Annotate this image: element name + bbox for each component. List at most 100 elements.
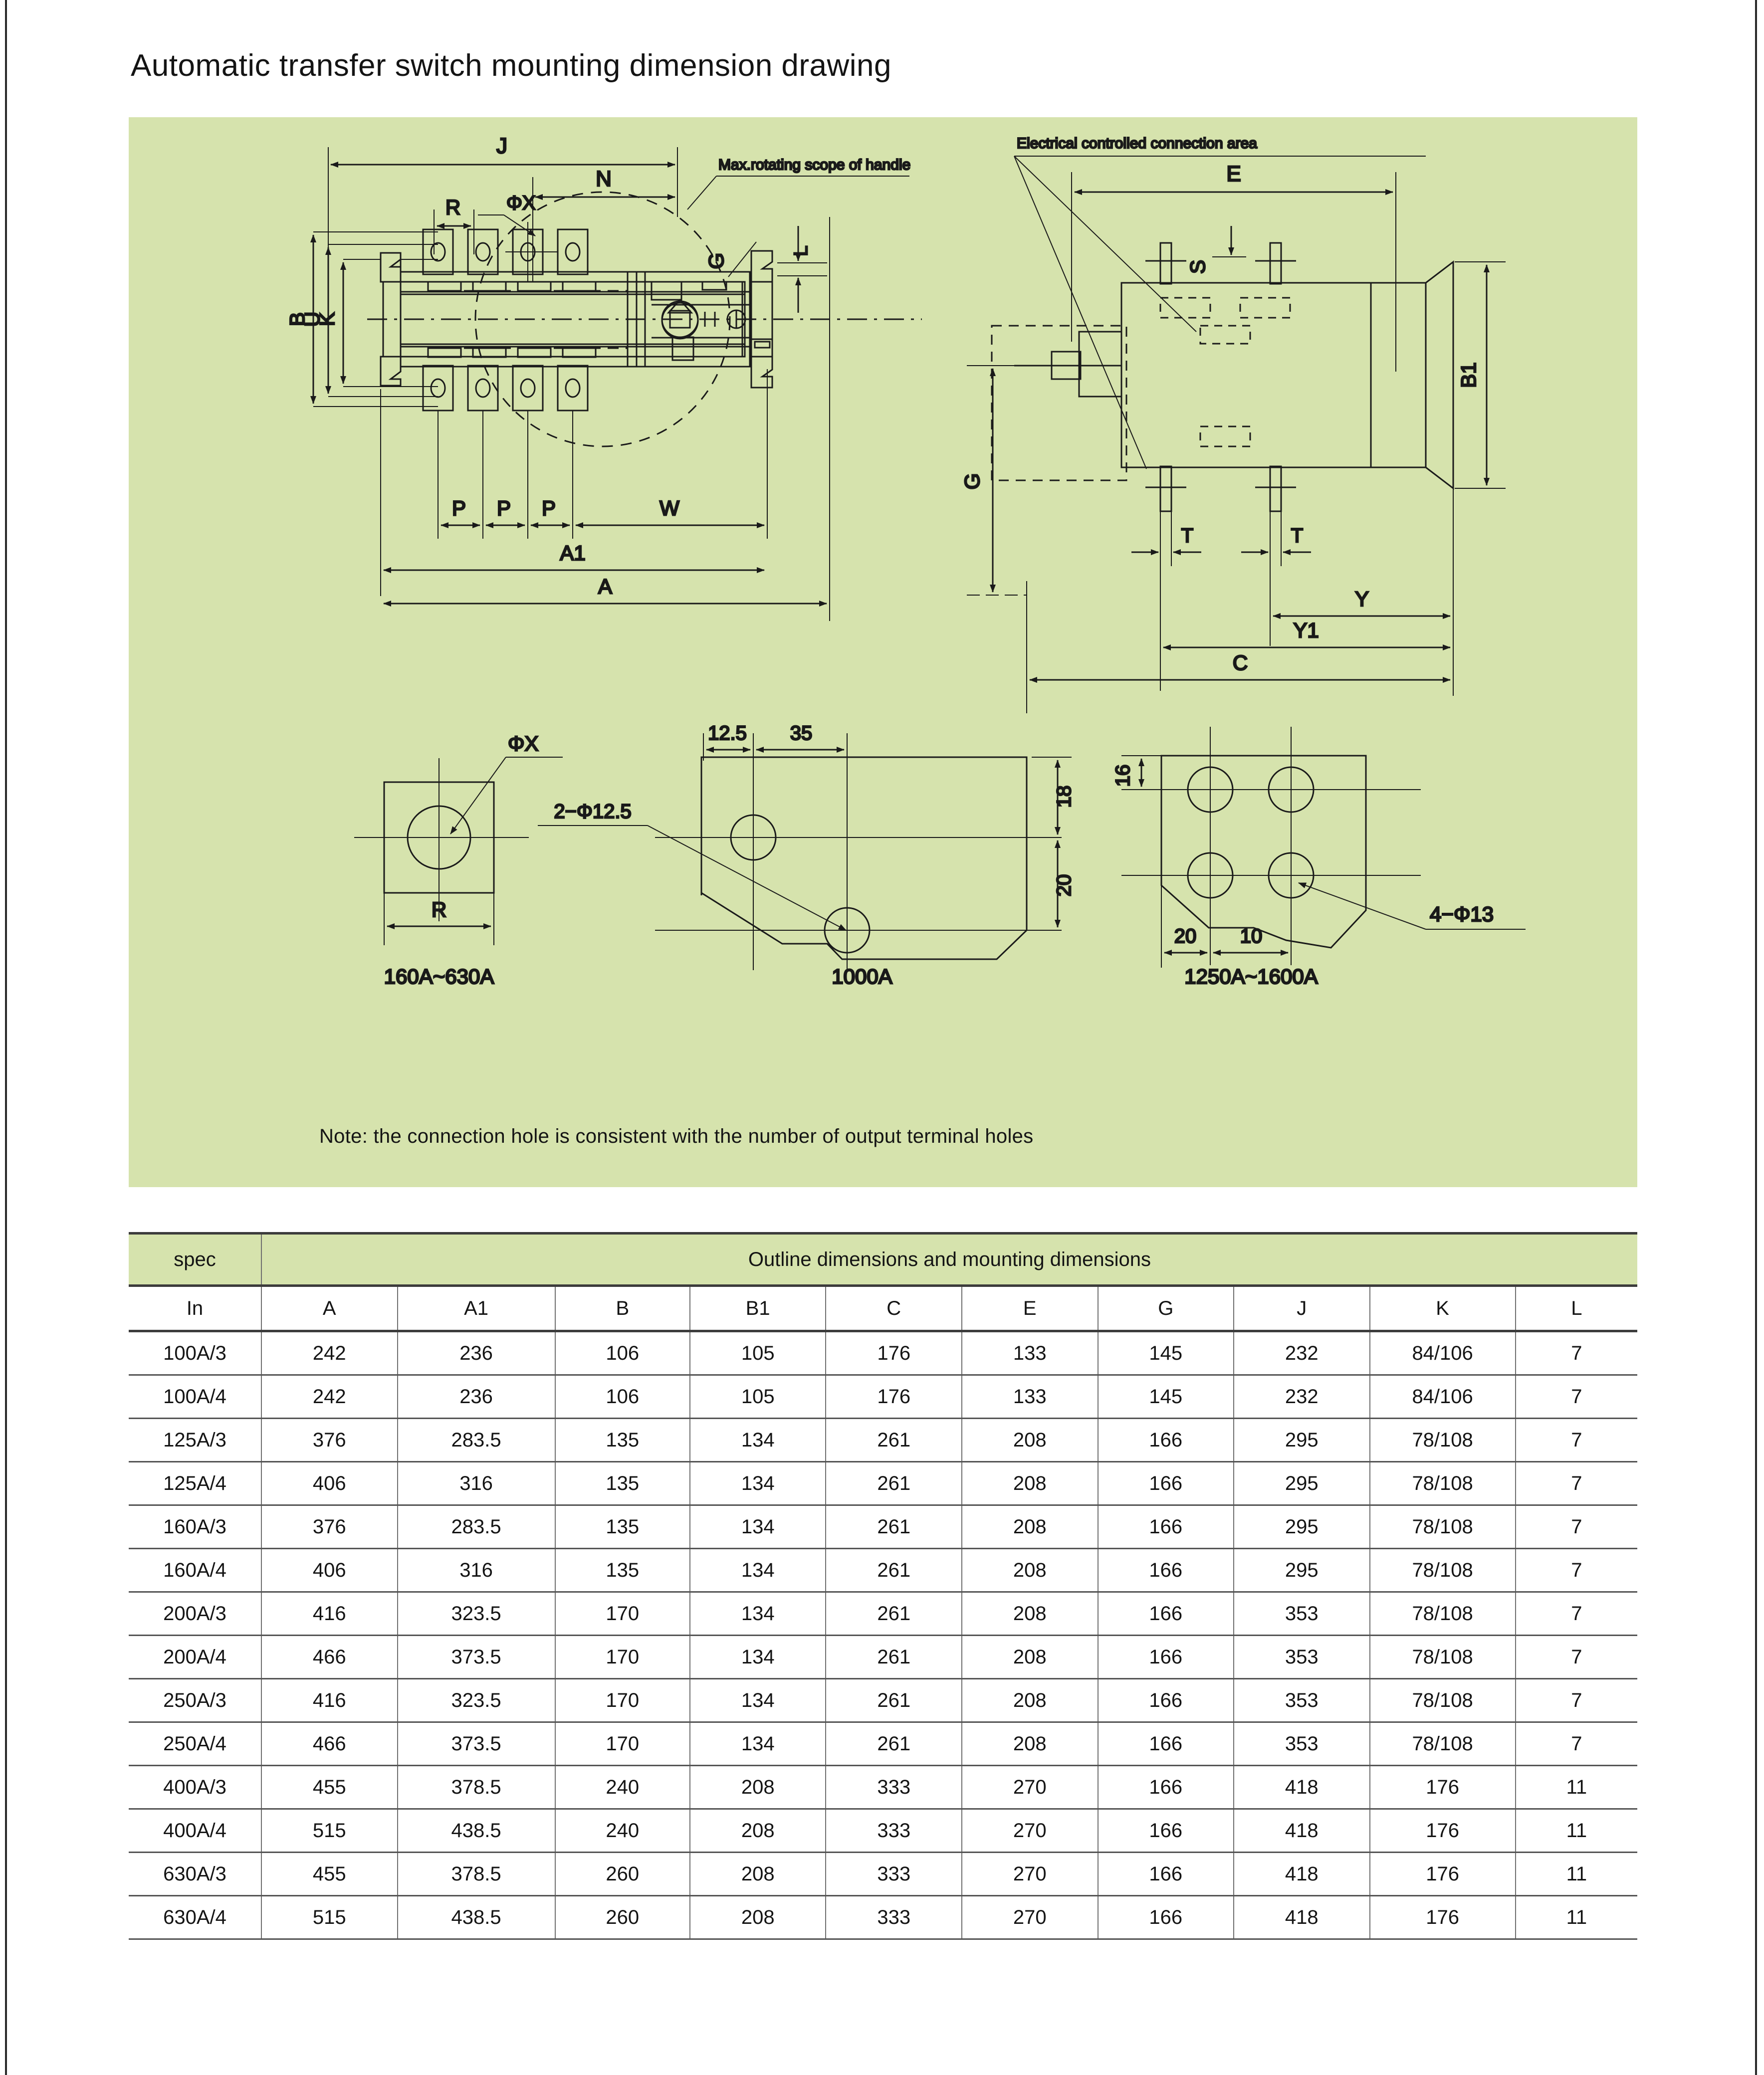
cell-G: 166: [1097, 1765, 1235, 1810]
cell-G: 166: [1097, 1635, 1235, 1679]
dim-label-R: R: [445, 196, 460, 219]
cell-E: 270: [961, 1895, 1099, 1940]
cell-K: 78/108: [1369, 1592, 1516, 1636]
cell-B: 135: [554, 1505, 690, 1549]
cell-A: 416: [260, 1592, 398, 1636]
header-spec: spec: [129, 1232, 262, 1287]
cell-K: 84/106: [1369, 1375, 1516, 1419]
cell-C: 176: [825, 1331, 962, 1376]
cell-spec: 200A/3: [129, 1592, 262, 1636]
dim-label-Y: Y: [1355, 587, 1369, 611]
cell-spec: 630A/3: [129, 1852, 262, 1896]
cell-A: 466: [260, 1635, 398, 1679]
cell-K: 176: [1369, 1809, 1516, 1853]
cell-B1: 105: [689, 1375, 827, 1419]
cell-J: 232: [1233, 1331, 1370, 1376]
cell-spec: 250A/3: [129, 1678, 262, 1723]
cell-B1: 208: [689, 1852, 827, 1896]
dim-label-A: A: [598, 575, 612, 598]
cell-J: 353: [1233, 1635, 1370, 1679]
cell-A: 515: [260, 1895, 398, 1940]
detail-caption-1: 160A~630A: [384, 965, 494, 988]
column-header-C: C: [825, 1285, 962, 1332]
cell-K: 84/106: [1369, 1331, 1516, 1376]
cell-B: 135: [554, 1548, 690, 1593]
cell-E: 208: [961, 1592, 1099, 1636]
cell-K: 78/108: [1369, 1635, 1516, 1679]
dim-label-35: 35: [790, 722, 813, 744]
header-outline-dimensions: Outline dimensions and mounting dimensio…: [260, 1232, 1637, 1287]
cell-A: 406: [260, 1548, 398, 1593]
table-group-header-row: spec Outline dimensions and mounting dim…: [129, 1232, 1637, 1287]
cell-C: 261: [825, 1722, 962, 1766]
cell-A: 376: [260, 1505, 398, 1549]
cell-B: 170: [554, 1592, 690, 1636]
cell-E: 208: [961, 1461, 1099, 1506]
column-header-G: G: [1097, 1285, 1235, 1332]
cell-L: 7: [1515, 1461, 1637, 1506]
cell-G: 166: [1097, 1592, 1235, 1636]
cell-B1: 208: [689, 1765, 827, 1810]
cell-A: 242: [260, 1331, 398, 1376]
cell-spec: 100A/4: [129, 1375, 262, 1419]
detail-caption-3: 1250A~1600A: [1184, 965, 1318, 988]
cell-A1: 378.5: [397, 1765, 556, 1810]
cell-L: 7: [1515, 1592, 1637, 1636]
cell-spec: 160A/4: [129, 1548, 262, 1593]
cell-B1: 105: [689, 1331, 827, 1376]
cell-spec: 100A/3: [129, 1331, 262, 1376]
dim-label-P-2: P: [497, 496, 511, 520]
cell-E: 208: [961, 1505, 1099, 1549]
dim-label-N: N: [596, 167, 612, 191]
cell-A1: 236: [397, 1331, 556, 1376]
callout-2-phi12.5: 2−Φ12.5: [554, 801, 631, 823]
cell-E: 208: [961, 1722, 1099, 1766]
cell-B: 106: [554, 1375, 690, 1419]
dim-label-20-a: 20: [1053, 874, 1075, 897]
cell-B1: 208: [689, 1809, 827, 1853]
cell-B1: 134: [689, 1635, 827, 1679]
cell-C: 333: [825, 1809, 962, 1853]
cell-G: 145: [1097, 1331, 1235, 1376]
cell-C: 261: [825, 1635, 962, 1679]
cell-C: 176: [825, 1375, 962, 1419]
cell-L: 7: [1515, 1722, 1637, 1766]
cell-J: 353: [1233, 1722, 1370, 1766]
cell-B: 240: [554, 1809, 690, 1853]
specifications-table: spec Outline dimensions and mounting dim…: [129, 1232, 1637, 1940]
cell-B: 240: [554, 1765, 690, 1810]
cell-B: 135: [554, 1418, 690, 1462]
cell-A1: 283.5: [397, 1505, 556, 1549]
column-header-B1: B1: [689, 1285, 827, 1332]
cell-G: 166: [1097, 1895, 1235, 1940]
cell-E: 133: [961, 1375, 1099, 1419]
cell-A: 406: [260, 1461, 398, 1506]
cell-A1: 283.5: [397, 1418, 556, 1462]
dim-label-G-right: G: [960, 473, 984, 490]
cell-E: 208: [961, 1548, 1099, 1593]
cell-spec: 160A/3: [129, 1505, 262, 1549]
dim-label-C: C: [1233, 651, 1248, 674]
cell-C: 261: [825, 1678, 962, 1723]
cell-A1: 316: [397, 1548, 556, 1593]
cell-J: 353: [1233, 1592, 1370, 1636]
cell-L: 11: [1515, 1895, 1637, 1940]
cell-C: 261: [825, 1548, 962, 1593]
cell-J: 353: [1233, 1678, 1370, 1723]
cell-E: 133: [961, 1331, 1099, 1376]
callout-4-phi13: 4−Φ13: [1430, 902, 1494, 926]
dim-label-R-detail: R: [432, 898, 446, 921]
cell-B1: 134: [689, 1722, 827, 1766]
cell-A1: 236: [397, 1375, 556, 1419]
cell-B1: 208: [689, 1895, 827, 1940]
cell-K: 176: [1369, 1852, 1516, 1896]
